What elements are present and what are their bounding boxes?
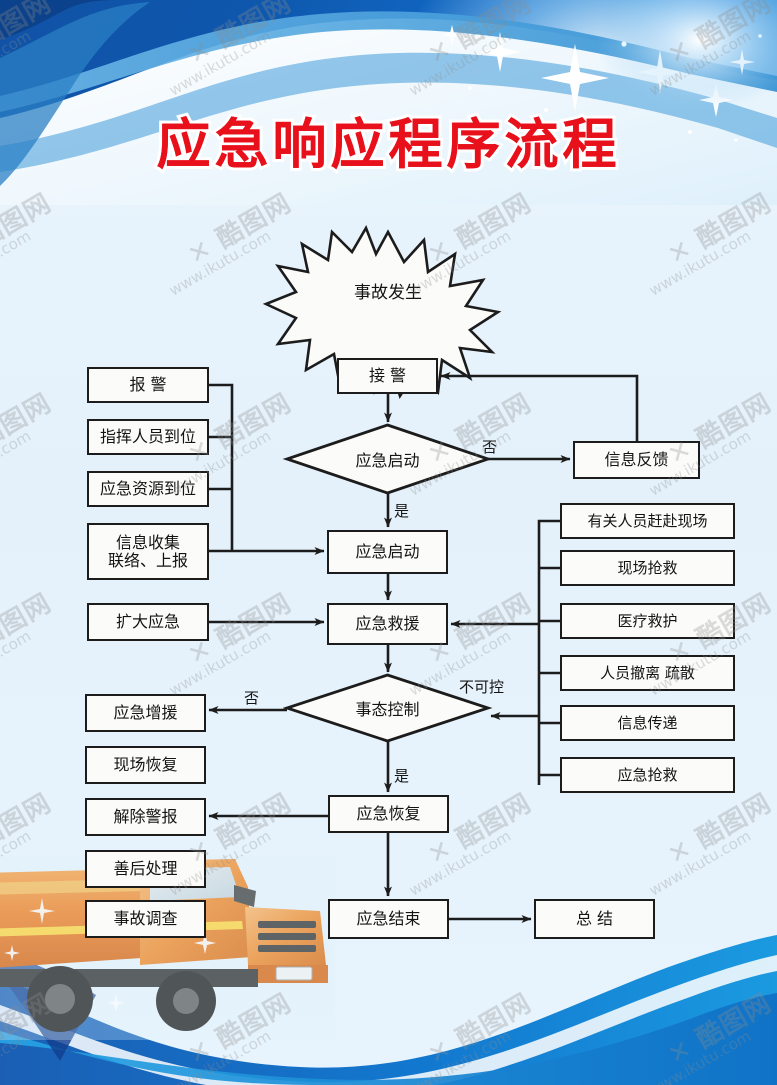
header-wave-decoration (0, 0, 777, 205)
flow-node-arrive: 有关人员赶赴现场 (560, 503, 735, 539)
page-title-outline: 应急响应程序流程 (154, 110, 621, 179)
flow-node-endemg: 应急结束 (328, 899, 449, 939)
edge-label-no1: 否 (482, 438, 498, 456)
flow-node-dec_ctrl: 事态控制 (355, 700, 420, 719)
header-banner (0, 0, 777, 205)
flow-node-onsite: 现场抢救 (560, 550, 735, 586)
page-title: 应急响应程序流程 (156, 113, 621, 176)
flow-node-summary: 总 结 (534, 899, 655, 939)
flow-node-evac: 人员撤离 疏散 (560, 655, 735, 691)
edge-label-yes1: 是 (394, 502, 410, 520)
flow-node-feedback: 信息反馈 (573, 441, 700, 479)
flow-node-emrescue: 应急抢救 (560, 757, 735, 793)
flow-node-receive: 接 警 (337, 358, 438, 394)
flow-node-info: 信息收集 联络、上报 (87, 523, 209, 580)
flow-node-alarm: 报 警 (87, 367, 209, 403)
flow-node-transmit: 信息传递 (560, 705, 735, 741)
flow-node-investig: 事故调查 (85, 900, 206, 938)
decision-emergency-start-shape (282, 423, 493, 495)
flow-node-dec_start: 应急启动 (355, 451, 420, 470)
flow-node-medical: 医疗救护 (560, 603, 735, 639)
flow-node-cmd: 指挥人员到位 (87, 419, 209, 455)
decision-situation-control-shape (282, 673, 493, 743)
flow-node-rescue: 应急救援 (327, 603, 448, 645)
flow-node-expand: 扩大应急 (87, 603, 209, 641)
edge-label-unc: 不可控 (459, 678, 505, 696)
edge-label-yes2: 是 (394, 767, 410, 785)
flow-node-allclear: 解除警报 (85, 798, 206, 836)
flow-node-res: 应急资源到位 (87, 471, 209, 507)
flow-node-siterec: 现场恢复 (85, 746, 206, 784)
flow-node-reinforce: 应急增援 (85, 694, 206, 732)
edge-label-no2: 否 (244, 689, 260, 707)
flow-node-accident: 事故发生 (354, 282, 422, 303)
flow-node-start: 应急启动 (327, 530, 448, 574)
flow-node-recovery: 应急恢复 (328, 795, 449, 833)
flow-node-aftermath: 善后处理 (85, 850, 206, 888)
